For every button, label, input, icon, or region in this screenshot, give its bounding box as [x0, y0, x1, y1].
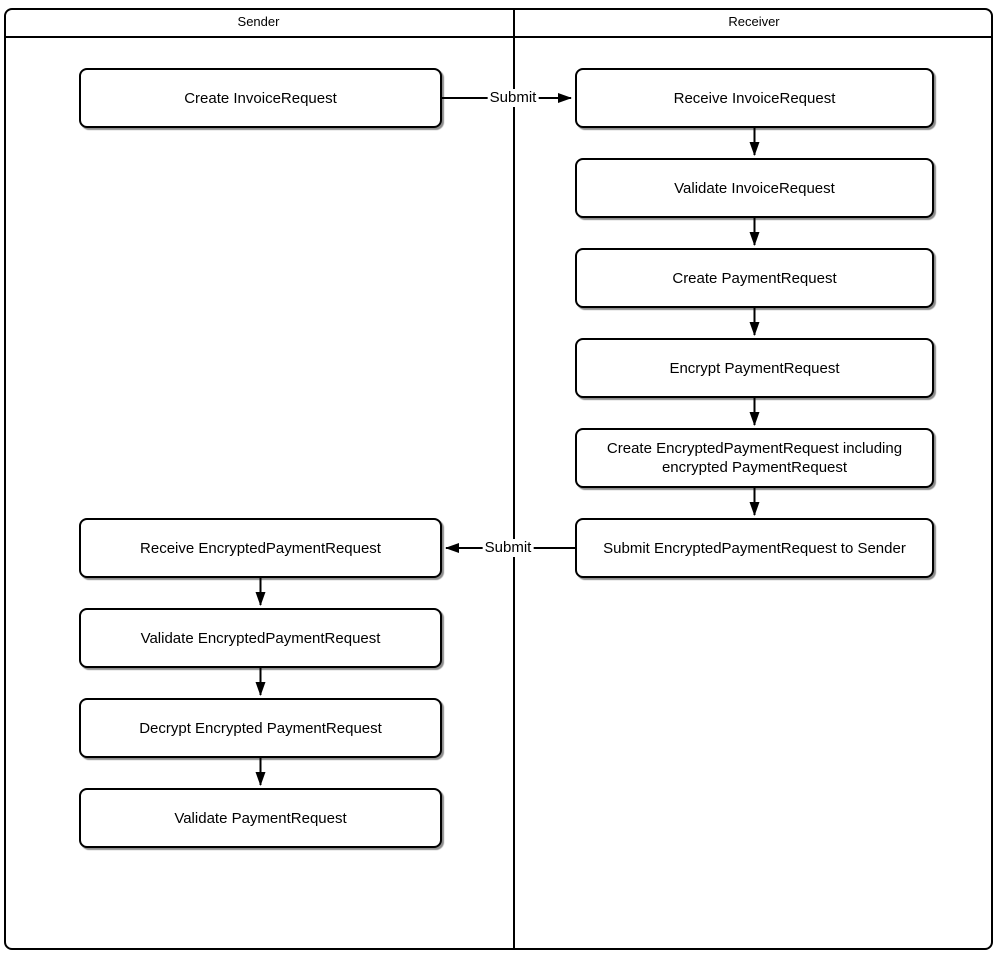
node-validate-invoicerequest: Validate InvoiceRequest: [575, 158, 934, 218]
node-encrypt-paymentrequest: Encrypt PaymentRequest: [575, 338, 934, 398]
node-label: Create InvoiceRequest: [184, 89, 337, 107]
lane-header-receiver: Receiver: [728, 14, 780, 29]
node-label: Validate PaymentRequest: [174, 809, 347, 827]
swimlane-frame: [4, 8, 993, 950]
node-label: Create EncryptedPaymentRequest including…: [606, 440, 903, 476]
lane-divider: [513, 8, 515, 950]
node-label: Decrypt Encrypted PaymentRequest: [139, 719, 382, 737]
node-submit-encryptedpaymentrequest-to-sender: Submit EncryptedPaymentRequest to Sender: [575, 518, 934, 578]
node-label: Receive EncryptedPaymentRequest: [140, 539, 381, 557]
node-receive-encryptedpaymentrequest: Receive EncryptedPaymentRequest: [79, 518, 442, 578]
edge-label-submit-payment: Submit: [482, 539, 534, 557]
lane-header-divider: [4, 36, 993, 38]
node-decrypt-encrypted-paymentrequest: Decrypt Encrypted PaymentRequest: [79, 698, 442, 758]
node-create-invoicerequest: Create InvoiceRequest: [79, 68, 442, 128]
node-label: Create PaymentRequest: [672, 269, 837, 287]
node-label: Validate InvoiceRequest: [674, 179, 835, 197]
node-label: Submit EncryptedPaymentRequest to Sender: [603, 539, 906, 557]
edge-label-submit-invoice: Submit: [487, 89, 539, 107]
node-create-paymentrequest: Create PaymentRequest: [575, 248, 934, 308]
node-validate-paymentrequest: Validate PaymentRequest: [79, 788, 442, 848]
node-label: Receive InvoiceRequest: [673, 89, 836, 107]
node-create-encryptedpaymentrequest: Create EncryptedPaymentRequest including…: [575, 428, 934, 488]
node-receive-invoicerequest: Receive InvoiceRequest: [575, 68, 934, 128]
node-label: Validate EncryptedPaymentRequest: [140, 629, 381, 647]
node-validate-encryptedpaymentrequest: Validate EncryptedPaymentRequest: [79, 608, 442, 668]
node-label: Encrypt PaymentRequest: [669, 359, 840, 377]
lane-header-sender: Sender: [237, 14, 280, 29]
